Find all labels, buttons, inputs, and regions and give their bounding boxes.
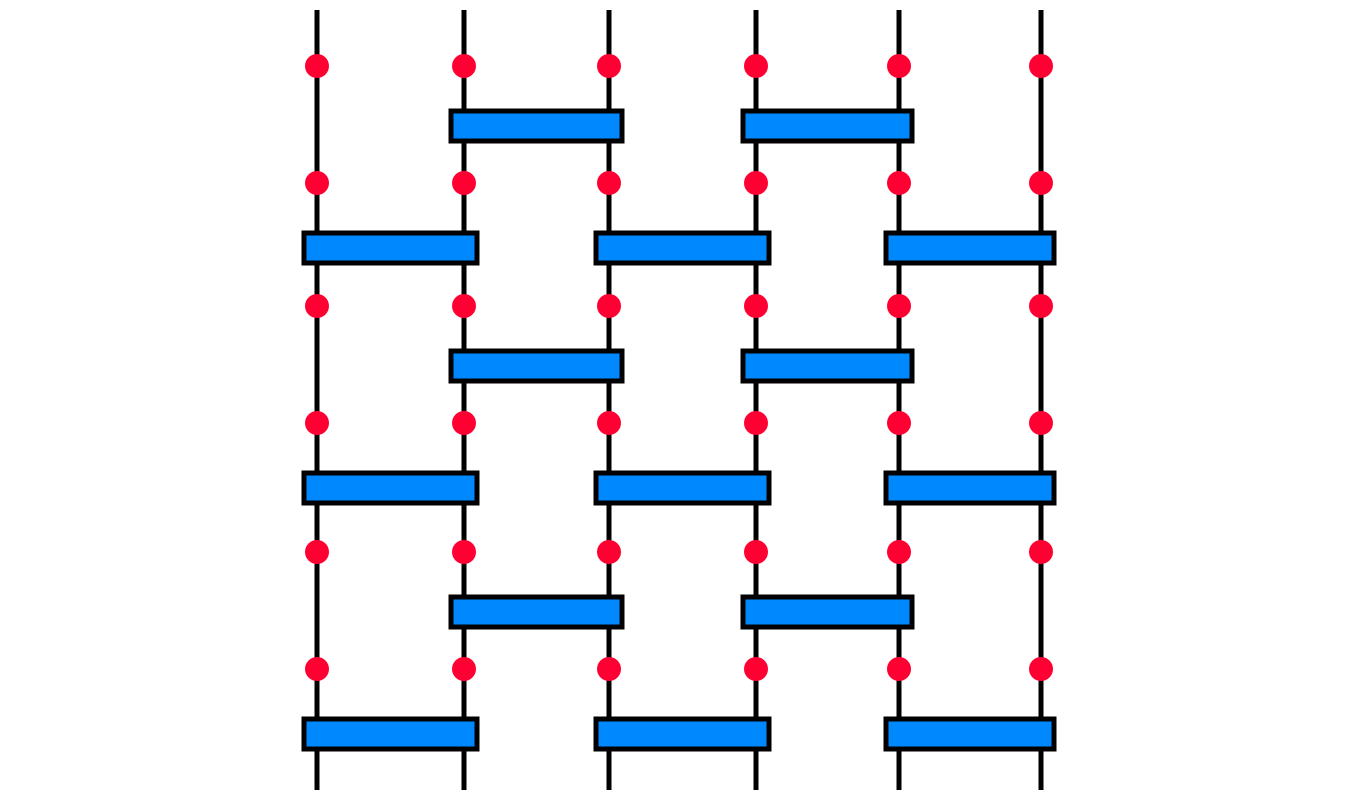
node-dot <box>887 54 911 78</box>
two-wire-gate <box>448 594 625 630</box>
two-wire-gate <box>593 716 772 752</box>
node-dot <box>1029 540 1053 564</box>
node-dot <box>305 54 329 78</box>
two-wire-gate <box>740 348 915 384</box>
two-wire-gate <box>448 348 625 384</box>
two-wire-gate <box>593 470 772 506</box>
node-dot <box>744 411 768 435</box>
two-wire-gate <box>301 470 480 506</box>
node-dot <box>1029 54 1053 78</box>
node-dot <box>452 411 476 435</box>
node-dot <box>452 657 476 681</box>
node-dot <box>305 294 329 318</box>
node-dot <box>597 294 621 318</box>
node-dot <box>1029 294 1053 318</box>
two-wire-gate <box>883 716 1057 752</box>
node-dot <box>887 540 911 564</box>
node-dot <box>887 411 911 435</box>
node-dot <box>744 54 768 78</box>
node-dot <box>1029 411 1053 435</box>
node-dot <box>305 657 329 681</box>
node-dot <box>887 657 911 681</box>
node-dot <box>744 657 768 681</box>
node-dot <box>887 294 911 318</box>
two-wire-gate <box>593 230 772 266</box>
two-wire-gate <box>301 716 480 752</box>
node-dot <box>887 171 911 195</box>
node-dot <box>452 54 476 78</box>
node-dot <box>305 540 329 564</box>
two-wire-gate <box>883 470 1057 506</box>
node-dot <box>597 657 621 681</box>
node-dot <box>597 171 621 195</box>
node-dot <box>597 540 621 564</box>
two-wire-gate <box>740 108 915 144</box>
node-dot <box>452 540 476 564</box>
node-dot <box>744 294 768 318</box>
node-dot <box>597 411 621 435</box>
two-wire-gate <box>883 230 1057 266</box>
node-dot <box>452 171 476 195</box>
two-wire-gate <box>740 594 915 630</box>
two-wire-gate <box>448 108 625 144</box>
node-dot <box>305 171 329 195</box>
node-dot <box>744 171 768 195</box>
node-dot <box>452 294 476 318</box>
node-dot <box>744 540 768 564</box>
node-dot <box>597 54 621 78</box>
two-wire-gate <box>301 230 480 266</box>
node-dot <box>1029 657 1053 681</box>
node-dot <box>305 411 329 435</box>
node-dot <box>1029 171 1053 195</box>
